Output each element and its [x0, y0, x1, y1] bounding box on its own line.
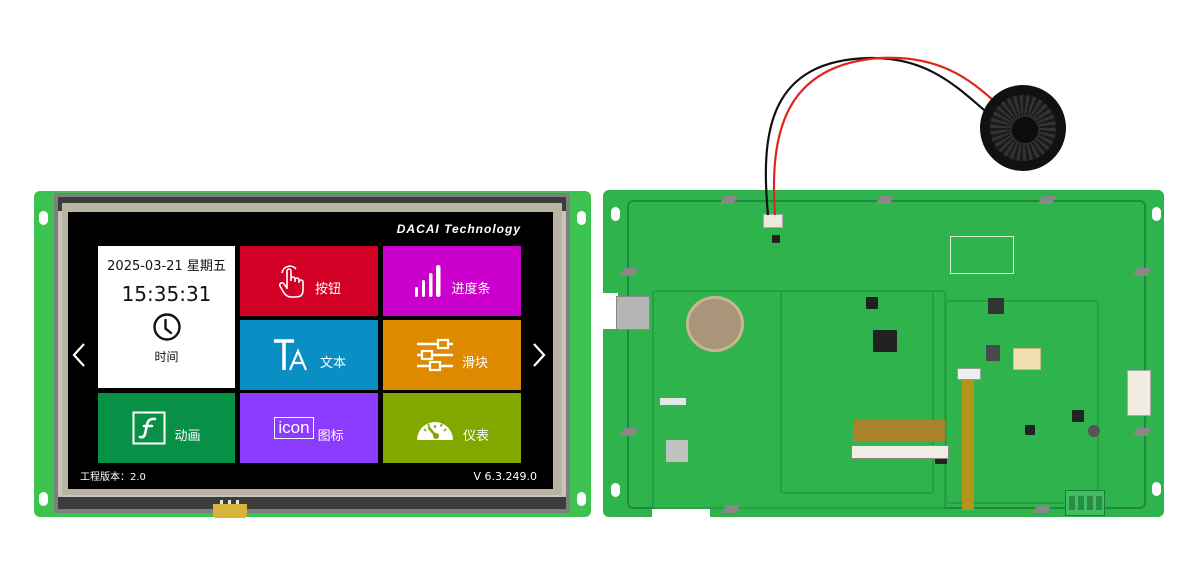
brand-label: DACAI Technology — [396, 222, 521, 236]
firmware-version: V 6.3.249.0 — [473, 470, 537, 483]
mounting-hole — [39, 211, 48, 225]
touch-panel-edge — [58, 497, 566, 509]
lcd-screen: DACAI Technology 2025-03-21 星期五 15:35:31… — [68, 212, 553, 489]
touch-fpc-pin — [236, 500, 239, 506]
capacitor — [1088, 425, 1100, 437]
mounting-hole — [611, 483, 620, 497]
ic-chip — [866, 297, 878, 309]
mounting-hole — [577, 211, 586, 225]
board-notch — [600, 293, 618, 329]
buzzer — [988, 298, 1004, 314]
mounting-hole — [1152, 482, 1161, 496]
tile-animation[interactable]: 动画 — [98, 393, 235, 463]
progress-bars-icon — [415, 265, 441, 297]
terminal-screw — [1078, 496, 1084, 510]
back-pcb-board — [603, 190, 1164, 517]
touch-connector — [957, 368, 981, 380]
ic-chip — [772, 235, 780, 243]
tile-slider[interactable]: 滑块 — [383, 320, 521, 390]
test-pad — [666, 440, 688, 462]
mounting-hole — [1152, 207, 1161, 221]
touch-fpc-pin — [220, 500, 223, 506]
ic-chip — [986, 345, 1000, 361]
mcu-chip — [873, 330, 897, 352]
text-icon — [273, 339, 307, 371]
chevron-right-icon[interactable] — [531, 342, 547, 368]
clock-icon — [152, 313, 181, 341]
io-connector — [1127, 370, 1151, 416]
tile-label: 按钮 — [314, 281, 341, 297]
chevron-left-icon[interactable] — [71, 342, 87, 368]
tile-label: 进度条 — [451, 281, 491, 297]
pcb-trace — [780, 290, 934, 494]
slider-icon — [416, 338, 453, 372]
project-version: 工程版本：2.0 — [80, 472, 146, 483]
tile-label: 文本 — [319, 355, 346, 371]
tile-label: 滑块 — [461, 355, 488, 371]
crystal-block — [1013, 348, 1041, 370]
lcd-flex-cable — [853, 420, 945, 442]
speaker-dust-cap — [1010, 115, 1040, 145]
terminal-screw — [1069, 496, 1075, 510]
tile-icon[interactable]: icon 图标 — [240, 393, 378, 463]
touch-fpc-pin — [228, 500, 231, 506]
ic-chip — [1025, 425, 1035, 435]
flash-animation-icon — [132, 411, 166, 445]
board-notch — [652, 508, 710, 518]
gauge-icon — [416, 422, 453, 440]
terminal-screw — [1087, 496, 1093, 510]
touch-fpc-tab — [213, 504, 247, 518]
tile-label: 图标 — [317, 428, 344, 444]
tile-gauge[interactable]: 仪表 — [383, 393, 521, 463]
inductor — [1072, 410, 1084, 422]
tile-label: 动画 — [174, 428, 201, 444]
hand-tap-icon — [278, 265, 304, 298]
sd-card-slot — [616, 296, 650, 330]
speaker-connector — [763, 214, 783, 228]
fpc-connector — [660, 398, 686, 405]
tile-progress-bar[interactable]: 进度条 — [383, 246, 521, 316]
icon-box-icon: icon — [274, 417, 314, 439]
datetime-tile[interactable]: 2025-03-21 星期五 15:35:31 时间 — [98, 246, 235, 388]
silkscreen-box — [950, 236, 1014, 274]
tile-text[interactable]: 文本 — [240, 320, 378, 390]
terminal-screw — [1096, 496, 1102, 510]
time-text: 15:35:31 — [121, 282, 212, 306]
tile-button[interactable]: 按钮 — [240, 246, 378, 316]
mounting-hole — [577, 492, 586, 506]
touch-flex-cable — [962, 380, 974, 510]
mounting-hole — [611, 207, 620, 221]
coin-cell-holder — [686, 296, 744, 352]
pcb-trace — [945, 300, 1099, 504]
mounting-hole — [39, 492, 48, 506]
tile-label: 仪表 — [462, 428, 489, 444]
lcd-connector — [851, 445, 949, 459]
time-label: 时间 — [154, 350, 179, 364]
date-text: 2025-03-21 星期五 — [107, 259, 226, 274]
